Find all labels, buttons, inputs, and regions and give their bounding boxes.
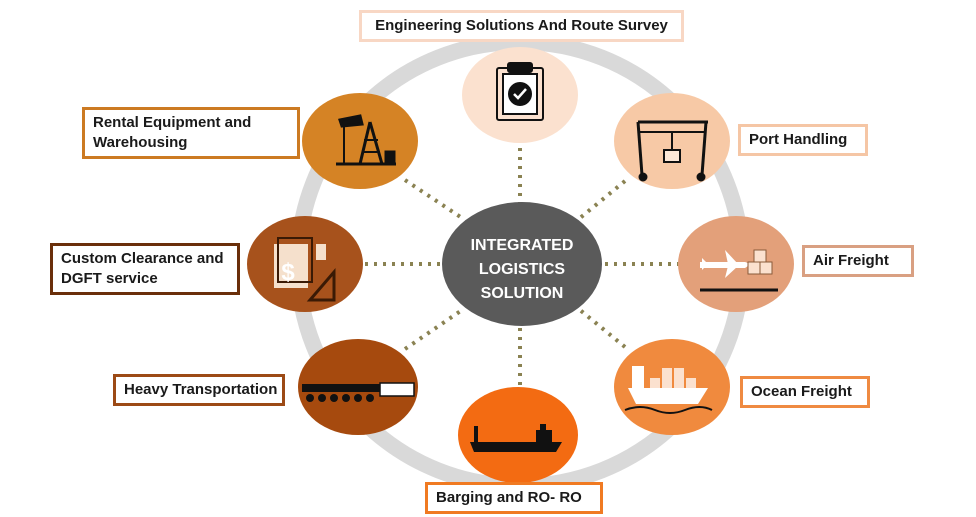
svg-text:$: $ (281, 259, 295, 286)
label-port-text: Port Handling (749, 131, 848, 148)
label-ocean-text: Ocean Freight (751, 383, 852, 400)
label-engineering-text: Engineering Solutions And Route Survey (375, 17, 668, 34)
label-heavy: Heavy Transportation (113, 374, 285, 406)
node-air[interactable] (678, 216, 794, 312)
node-ocean[interactable] (614, 339, 730, 435)
gantry-crane-icon (636, 120, 708, 182)
oil-derrick-icon (336, 114, 396, 166)
label-engineering: Engineering Solutions And Route Survey (359, 10, 684, 42)
label-custom-line-2: DGFT service (61, 270, 158, 287)
node-rental[interactable] (302, 93, 418, 189)
center-circle (442, 202, 602, 326)
node-custom[interactable]: $ (247, 216, 363, 312)
airplane-cargo-icon (700, 249, 778, 292)
node-heavy[interactable] (298, 339, 418, 435)
center-line-2: LOGISTICS (479, 261, 566, 278)
spoke-ocean (578, 308, 627, 349)
label-custom: Custom Clearance and DGFT service (50, 243, 240, 295)
node-engineering[interactable] (462, 47, 578, 143)
spokes (365, 148, 680, 385)
clipboard-check-icon (496, 62, 544, 121)
cargo-ship-icon (624, 366, 713, 414)
label-custom-line-1: Custom Clearance and (61, 250, 224, 267)
spoke-heavy (403, 308, 464, 351)
spoke-port (578, 179, 627, 220)
center-line-3: SOLUTION (481, 285, 564, 302)
center-line-1: INTEGRATED (471, 237, 574, 254)
label-rental-line-2: Warehousing (93, 134, 188, 151)
label-rental-line-1: Rental Equipment and (93, 114, 252, 131)
customs-dollar-icon: $ (274, 237, 336, 302)
label-air: Air Freight (802, 245, 914, 277)
label-rental: Rental Equipment and Warehousing (82, 107, 300, 159)
spoke-rental (403, 178, 464, 220)
label-ocean: Ocean Freight (740, 376, 870, 408)
node-port[interactable] (614, 93, 730, 189)
label-barging: Barging and RO- RO (425, 482, 603, 514)
heavy-truck-icon (302, 382, 415, 402)
label-barging-text: Barging and RO- RO (436, 489, 582, 506)
node-barging[interactable] (458, 387, 578, 483)
label-heavy-text: Heavy Transportation (124, 381, 278, 398)
label-port: Port Handling (738, 124, 868, 156)
label-air-text: Air Freight (813, 252, 889, 269)
barge-icon (470, 424, 562, 452)
